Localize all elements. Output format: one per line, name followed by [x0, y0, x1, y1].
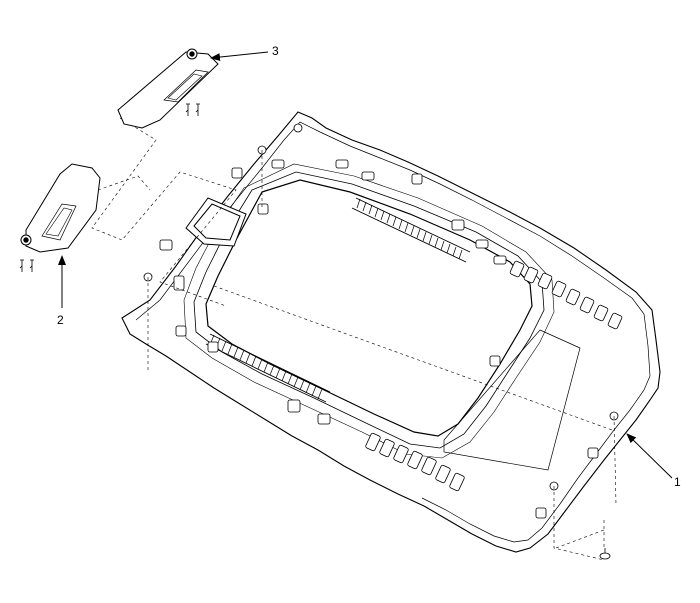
sun-visor-left-body: [25, 163, 101, 253]
rear-rib-block-upper: [509, 260, 623, 330]
callout-arrow-3: [210, 51, 269, 62]
clip: [411, 173, 423, 185]
rear-flat-panel: [443, 329, 581, 471]
fastener-point: [293, 123, 303, 133]
sun-visor-right-screws: [185, 103, 200, 116]
ribbed-rails: [205, 197, 471, 403]
sun-visor-left-screws: [19, 259, 34, 272]
clip: [361, 171, 375, 181]
callout-arrows: [58, 51, 673, 479]
clip: [493, 255, 507, 265]
callout-label-3: 3: [272, 44, 279, 58]
sun-visor-left: [20, 163, 101, 253]
clip: [475, 239, 489, 249]
clip: [287, 399, 301, 413]
rear-rib-block-lower: [365, 432, 465, 492]
clip: [175, 325, 187, 337]
callout-label-2: 2: [57, 313, 64, 327]
clip: [271, 159, 285, 169]
alignment-lines: [91, 117, 617, 561]
clip: [489, 355, 501, 367]
sun-visor-right: [117, 48, 219, 129]
clip: [317, 413, 331, 425]
clip: [535, 507, 547, 519]
clip: [173, 275, 185, 291]
clip: [335, 159, 349, 169]
clip: [231, 167, 243, 179]
fastener-points: [143, 123, 619, 491]
clip: [159, 239, 173, 251]
front-console-recess: [185, 197, 247, 247]
callout-label-1: 1: [674, 475, 681, 489]
callout-arrow-1: [626, 433, 673, 479]
bottom-fastener: [599, 548, 611, 560]
clip: [257, 203, 269, 215]
clip: [587, 447, 599, 459]
clip: [207, 341, 219, 353]
clip: [451, 219, 465, 231]
mounting-clips: [159, 159, 599, 519]
sun-visor-right-body: [117, 51, 219, 129]
